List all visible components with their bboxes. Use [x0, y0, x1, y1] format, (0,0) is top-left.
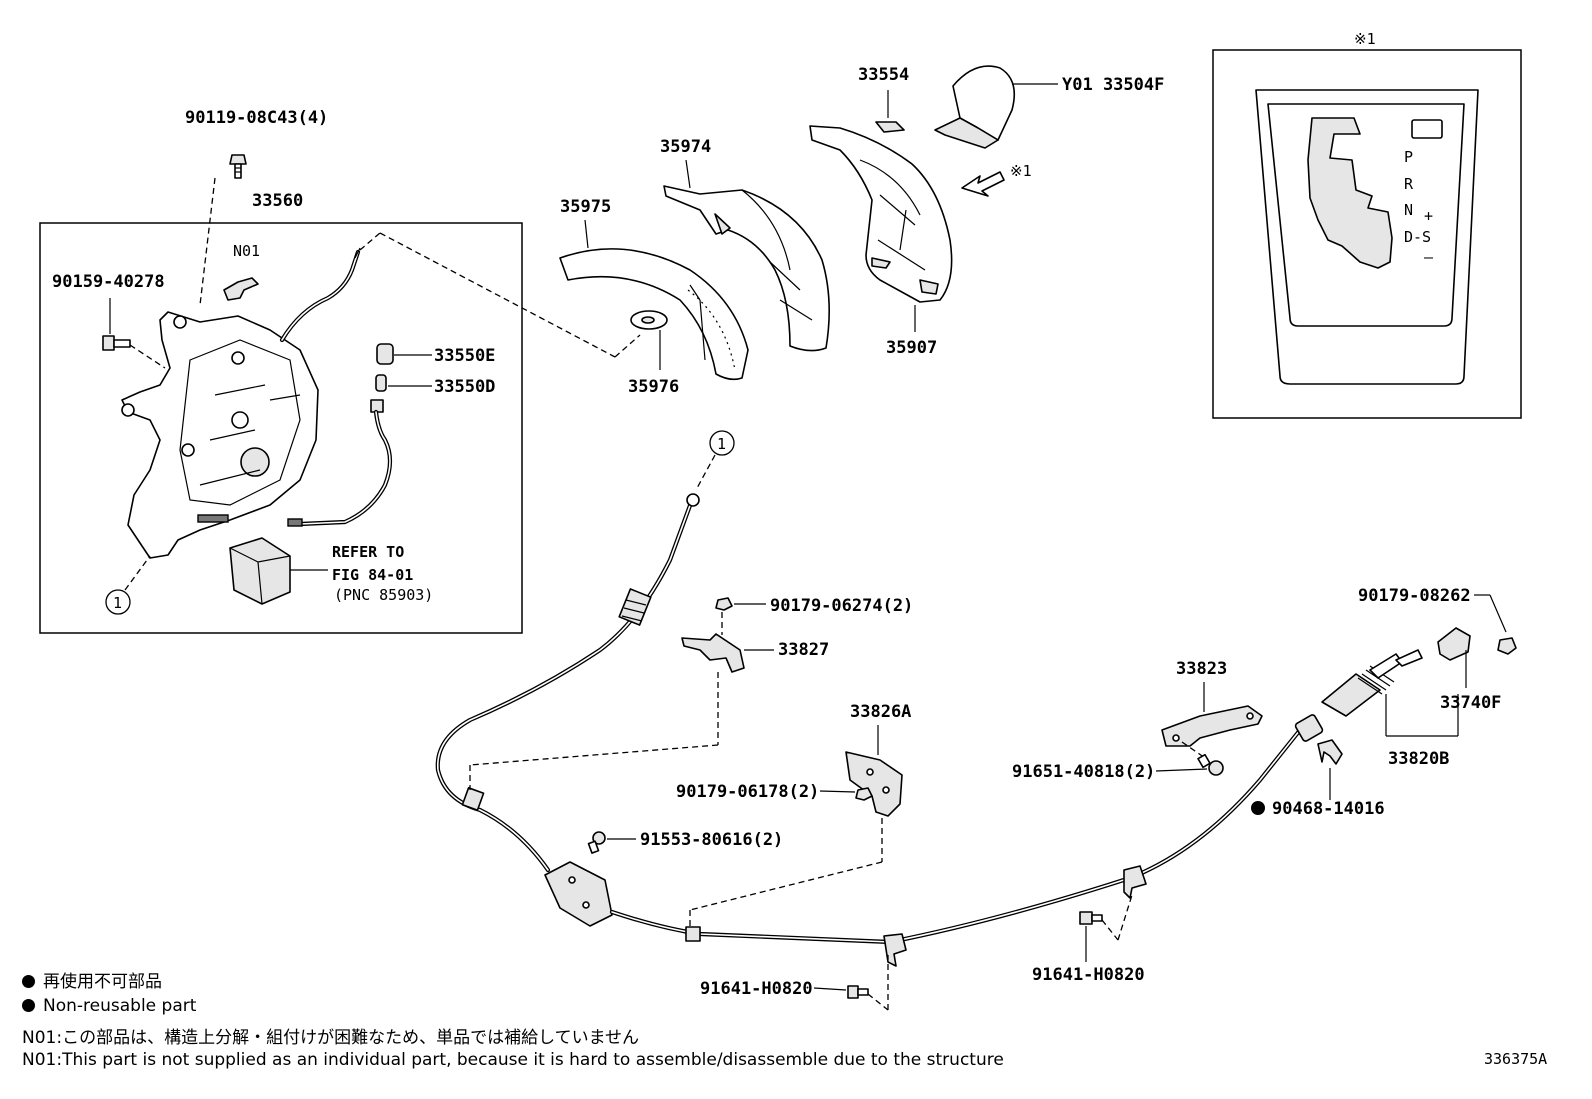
label-90119: 90119-08C43(4)	[185, 108, 328, 128]
indicator-housing-35974	[663, 185, 830, 352]
part-33550e	[376, 343, 394, 365]
bracket-33826a	[845, 751, 903, 817]
legend-en: Non-reusable part	[22, 996, 196, 1016]
part-n01	[223, 277, 259, 301]
label-90159: 90159-40278	[52, 272, 165, 292]
bullet-icon	[22, 999, 35, 1012]
washer-35976	[630, 310, 668, 330]
label-ref1: ※1	[1010, 162, 1032, 180]
shift-knob	[934, 65, 1016, 149]
label-91641-b: 91641-H0820	[1032, 965, 1145, 985]
label-91553: 91553-80616(2)	[640, 830, 783, 850]
clip-90468	[1317, 739, 1343, 765]
bolt-91651	[1197, 753, 1224, 776]
svg-text:1: 1	[717, 435, 726, 453]
inset-box	[1212, 49, 1522, 419]
clip-33554	[875, 121, 905, 133]
nut-90179-08262	[1497, 637, 1517, 655]
label-n01: N01	[233, 242, 260, 260]
label-91641-a: 91641-H0820	[700, 979, 813, 999]
label-33554: 33554	[858, 65, 909, 85]
label-90179-06178: 90179-06178(2)	[676, 782, 819, 802]
bracket-33823	[1161, 705, 1263, 747]
non-reusable-marker	[1251, 801, 1265, 815]
gate-plus: +	[1424, 207, 1433, 225]
ref-circle-mid: 1	[709, 430, 735, 456]
label-35907: 35907	[886, 338, 937, 358]
bolt-90119	[229, 154, 247, 179]
figure-number: 336375A	[1484, 1050, 1547, 1068]
cable-bracket-mount	[544, 861, 613, 927]
note-n01-ja: N01:この部品は、構造上分解・組付けが困難なため、単品では補給していません	[22, 1028, 640, 1048]
label-33550d: 33550D	[434, 377, 495, 397]
wire-harness	[287, 399, 393, 527]
gate-r: R	[1404, 175, 1414, 193]
inset-ref-label: ※1	[1354, 30, 1376, 48]
part-33550d	[375, 374, 387, 392]
label-33560: 33560	[252, 191, 303, 211]
shift-lever-housing	[121, 311, 319, 559]
label-91651: 91651-40818(2)	[1012, 762, 1155, 782]
view-arrow-icon	[961, 171, 1005, 197]
nut-90179-06178	[855, 787, 873, 801]
note-n01-en: N01:This part is not supplied as an indi…	[22, 1050, 1004, 1070]
label-90179-08262: 90179-08262	[1358, 586, 1471, 606]
label-refer-2: FIG 84-01	[332, 566, 413, 584]
legend-ja: 再使用不可部品	[22, 972, 162, 992]
label-refer-3: (PNC 85903)	[334, 586, 433, 604]
slide-cover-35975	[559, 248, 749, 381]
shift-lever-assembly-box	[39, 222, 523, 634]
label-33826a: 33826A	[850, 702, 911, 722]
console-panel-35907	[809, 125, 953, 303]
label-35974: 35974	[660, 137, 711, 157]
gate-minus: –	[1424, 248, 1434, 266]
bolt-91641-right	[1079, 911, 1103, 925]
bracket-33827	[681, 633, 745, 673]
label-33740f: 33740F	[1440, 693, 1501, 713]
clip-33740f	[1437, 627, 1471, 661]
label-33823: 33823	[1176, 659, 1227, 679]
label-35975: 35975	[560, 197, 611, 217]
ref-circle-left: 1	[105, 589, 131, 615]
bolt-90159	[102, 335, 131, 351]
label-y01-33504f: Y01 33504F	[1062, 75, 1164, 95]
cable-clamps	[685, 865, 1147, 967]
gate-p: P	[1404, 148, 1413, 166]
connector-refer	[229, 537, 291, 605]
shift-gate-panel	[1255, 89, 1479, 385]
bolt-91641-bottom	[847, 985, 869, 999]
cable-end-right	[1294, 649, 1423, 742]
gate-n: N	[1404, 201, 1413, 219]
svg-text:1: 1	[113, 594, 122, 612]
label-33827: 33827	[778, 640, 829, 660]
label-33550e: 33550E	[434, 346, 495, 366]
label-33820b: 33820B	[1388, 749, 1449, 769]
label-refer-1: REFER TO	[332, 543, 404, 561]
bolt-91553	[587, 831, 606, 854]
label-35976: 35976	[628, 377, 679, 397]
label-90179-06274: 90179-06274(2)	[770, 596, 913, 616]
cable-end-top	[461, 493, 700, 811]
nut-90179-06274	[715, 597, 733, 611]
label-90468: 90468-14016	[1272, 799, 1385, 819]
gate-ds: D-S	[1404, 228, 1431, 246]
bullet-icon	[22, 975, 35, 988]
